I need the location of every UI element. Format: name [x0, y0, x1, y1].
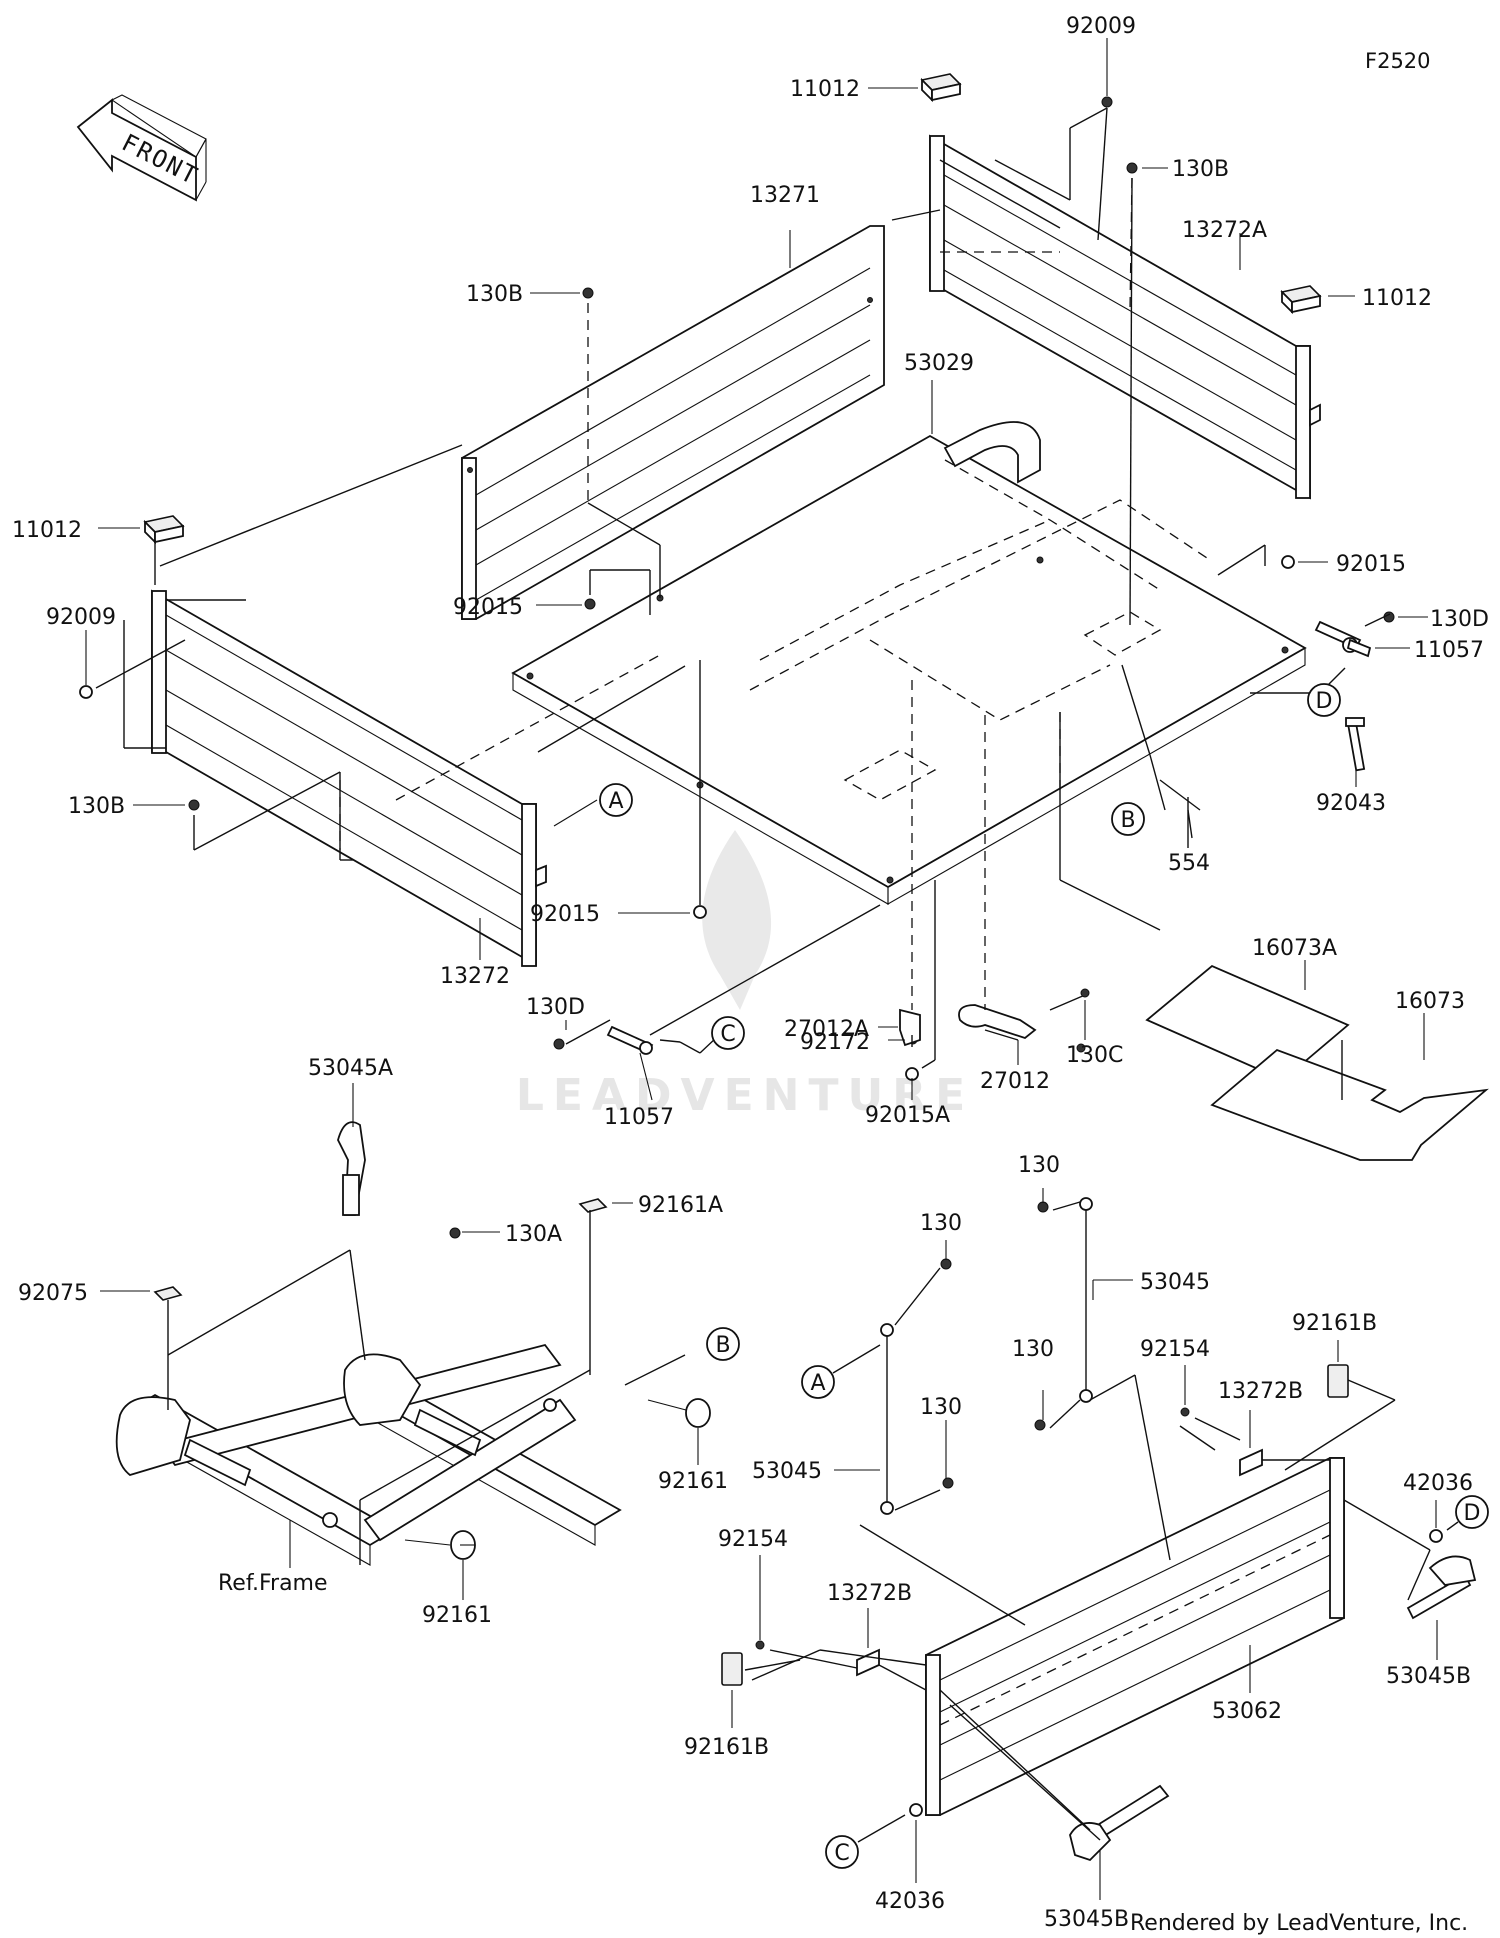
- part-label: 130B: [466, 282, 523, 307]
- part-label: 92161B: [1292, 1311, 1377, 1336]
- part-label: 92172: [800, 1030, 870, 1055]
- part-label: 53045B: [1386, 1664, 1471, 1689]
- mat-16073A: [1145, 964, 1350, 1082]
- credit-text: Rendered by LeadVenture, Inc.: [1130, 1911, 1468, 1936]
- part-label: 130D: [1430, 607, 1489, 632]
- part-label: 53062: [1212, 1699, 1282, 1724]
- ref-frame: [115, 1343, 622, 1566]
- part-label: 11012: [12, 518, 82, 543]
- svg-text:C: C: [720, 1022, 735, 1047]
- part-label: 53045: [752, 1459, 822, 1484]
- part-label: 27012: [980, 1069, 1050, 1094]
- diagram-code: F2520: [1365, 49, 1431, 73]
- part-label: 53045A: [308, 1056, 393, 1081]
- part-label: Ref.Frame: [218, 1571, 328, 1596]
- part-label: 11057: [1414, 638, 1484, 663]
- part-label: 130: [1012, 1337, 1054, 1362]
- part-label: 92161: [658, 1469, 728, 1494]
- latch-53045A: [337, 1121, 366, 1216]
- part-label: 92009: [46, 605, 116, 630]
- part-label: 27012A: [784, 1017, 869, 1042]
- svg-text:A: A: [810, 1371, 825, 1396]
- part-label: 13271: [750, 183, 820, 208]
- part-label: 130D: [526, 995, 585, 1020]
- part-label: 554: [1168, 851, 1210, 876]
- part-label: 130C: [1066, 1043, 1123, 1068]
- callout-d-lower: D: [1455, 1495, 1489, 1529]
- front-arrow-icon: FRONT: [76, 94, 207, 202]
- callout-b-upper: B: [1111, 802, 1145, 836]
- callout-markers: A B C D B A D C: [599, 683, 1489, 1869]
- part-label: 130B: [68, 794, 125, 819]
- side-panel-13272: [151, 589, 547, 967]
- bracket-icons: [899, 988, 1090, 1047]
- callout-b-lower: B: [706, 1327, 740, 1361]
- part-label: 13272: [440, 964, 510, 989]
- callout-a-upper: A: [599, 783, 633, 817]
- part-label: 92009: [1066, 14, 1136, 39]
- leader-lines: [85, 38, 1459, 1900]
- svg-text:A: A: [608, 789, 623, 814]
- svg-text:C: C: [834, 1841, 849, 1866]
- part-label: 16073: [1395, 989, 1465, 1014]
- part-label: 42036: [1403, 1471, 1473, 1496]
- part-label: 130: [1018, 1153, 1060, 1178]
- part-label: 92015A: [865, 1103, 950, 1128]
- part-label: 13272B: [1218, 1379, 1303, 1404]
- part-label: 53045B: [1044, 1907, 1129, 1932]
- part-label: 92015: [453, 595, 523, 620]
- svg-text:D: D: [1316, 689, 1333, 714]
- part-label: 130A: [505, 1222, 562, 1247]
- part-label: 11057: [604, 1105, 674, 1130]
- part-label: 53029: [904, 351, 974, 376]
- part-label: 92075: [18, 1281, 88, 1306]
- callout-c-upper: C: [711, 1016, 745, 1050]
- part-label: 92015: [1336, 552, 1406, 577]
- part-label: 92015: [530, 902, 600, 927]
- part-label: 92161: [422, 1603, 492, 1628]
- tailgate-53062: [925, 1457, 1345, 1816]
- part-label: 130: [920, 1395, 962, 1420]
- watermark: LEADVENTURE: [516, 830, 974, 1121]
- hinge-icons: [606, 613, 1391, 1055]
- part-label: 11012: [1362, 286, 1432, 311]
- side-panel-13271: [461, 225, 885, 620]
- cable-53045-icons: [880, 1197, 1093, 1515]
- part-label: 13272B: [827, 1581, 912, 1606]
- part-label: 16073A: [1252, 936, 1337, 961]
- part-label: 92161A: [638, 1193, 723, 1218]
- callout-c-lower: C: [825, 1835, 859, 1869]
- part-label: 92161B: [684, 1735, 769, 1760]
- part-label: 53045: [1140, 1270, 1210, 1295]
- watermark-text: LEADVENTURE: [516, 1070, 974, 1121]
- part-labels: 92009 11012 130B 13272A 11012 13271 130B…: [12, 14, 1489, 1932]
- callout-a-lower: A: [801, 1365, 835, 1399]
- part-label: 92043: [1316, 791, 1386, 816]
- callout-d-upper: D: [1307, 683, 1341, 717]
- part-label: 130: [920, 1211, 962, 1236]
- part-label: 42036: [875, 1889, 945, 1914]
- pad-92161B-icons: [721, 1364, 1349, 1686]
- svg-text:D: D: [1464, 1501, 1481, 1526]
- cargo-bed: [511, 421, 1307, 905]
- part-label: 13272A: [1182, 218, 1267, 243]
- part-label: 92154: [1140, 1337, 1210, 1362]
- part-label: 130B: [1172, 157, 1229, 182]
- part-label: 92154: [718, 1527, 788, 1552]
- svg-text:B: B: [1120, 808, 1135, 833]
- latch-53045B-icons: [1069, 1555, 1477, 1862]
- part-label: 11012: [790, 77, 860, 102]
- svg-text:B: B: [715, 1333, 730, 1358]
- mat-16073: [1210, 1048, 1489, 1161]
- cap-11012-icons: [143, 73, 1322, 545]
